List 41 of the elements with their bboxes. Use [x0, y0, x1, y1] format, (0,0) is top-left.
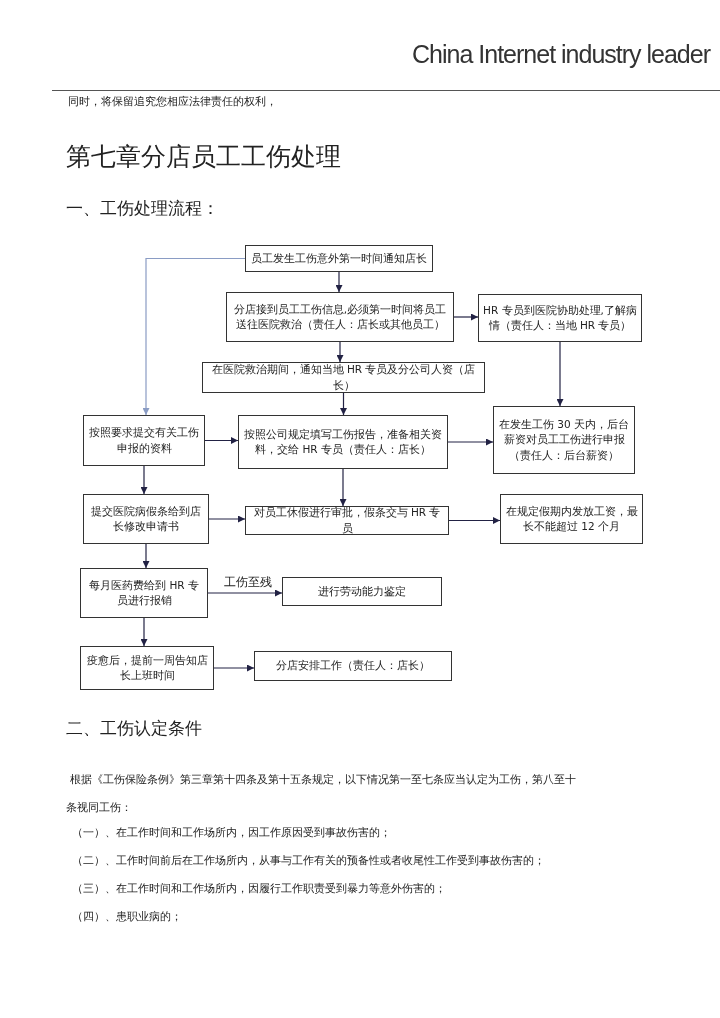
arrow	[448, 517, 501, 524]
process-box: 进行劳动能力鉴定	[282, 577, 442, 606]
tagline: China Internet industry leader	[412, 39, 710, 70]
arrow	[453, 313, 479, 321]
paragraph: 根据《工伤保险条例》第三章第十四条及第十五条规定，以下情况第一至七条应当认定为工伤，第八至十条视同工伤：	[66, 772, 577, 816]
process-box: 按照要求提交有关工伤申报的资料	[83, 415, 205, 466]
arrow	[213, 664, 255, 672]
list-item: （四）、患职业病的；	[72, 909, 182, 925]
process-box: 对员工休假进行审批，假条交与 HR 专员	[245, 506, 449, 535]
arrow	[204, 437, 239, 444]
process-box: 员工发生工伤意外第一时间通知店长	[245, 245, 433, 272]
process-box: 按照公司规定填写工伤报告，准备相关资料，交给 HR 专员（责任人：店长）	[238, 415, 448, 469]
arrow	[142, 257, 246, 416]
arrow	[556, 341, 564, 407]
arrow	[207, 589, 283, 597]
process-box: 在规定假期内发放工资，最长不能超过 12 个月	[500, 494, 643, 544]
section-heading: 二、工伤认定条件	[66, 717, 202, 740]
arrow	[340, 392, 347, 416]
process-box: 分店安排工作（责任人：店长）	[254, 651, 452, 681]
list-item: （一）、在工作时间和工作场所内，因工作原因受到事故伤害的；	[72, 825, 391, 841]
process-box: 在发生工伤 30 天内，后台薪资对员工工伤进行申报（责任人：后台薪资）	[493, 406, 635, 474]
process-box: 分店接到员工工伤信息,必须第一时间将员工送往医院救治（责任人：店长或其他员工）	[226, 292, 454, 342]
arrow	[447, 438, 494, 446]
section-heading: 一、工伤处理流程：	[66, 197, 219, 220]
arrow	[142, 543, 150, 569]
arrow	[140, 617, 148, 647]
list-item: （三）、在工作时间和工作场所内，因履行工作职责受到暴力等意外伤害的；	[72, 881, 446, 897]
arrow	[335, 271, 343, 293]
edge-label: 工伤至残	[223, 573, 273, 591]
arrow	[339, 468, 347, 507]
process-box: 每月医药费给到 HR 专员进行报销	[80, 568, 208, 618]
process-box: 在医院救治期间，通知当地 HR 专员及分公司人资（店长）	[202, 362, 485, 393]
process-box: HR 专员到医院协助处理,了解病情（责任人：当地 HR 专员）	[478, 294, 642, 342]
process-box: 疫愈后，提前一周告知店长上班时间	[80, 646, 214, 690]
arrow	[140, 465, 148, 495]
note-text: 同时，将保留追究您相应法律责任的权利，	[68, 94, 277, 110]
list-item: （二）、工作时间前后在工作场所内，从事与工作有关的预备性或者收尾性工作受到事故伤害的；	[72, 853, 545, 869]
arrow	[336, 341, 344, 363]
process-box: 提交医院病假条给到店长修改申请书	[83, 494, 209, 544]
chapter-title: 第七章分店员工工伤处理	[66, 141, 341, 173]
arrow	[208, 515, 246, 523]
